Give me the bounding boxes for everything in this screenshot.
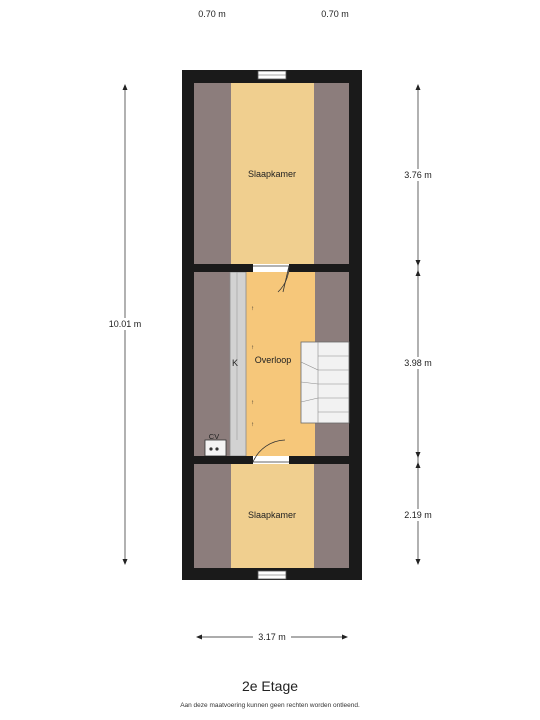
staircase: [300, 341, 350, 424]
svg-text:↑: ↑: [251, 345, 254, 351]
dim-line-right: [415, 84, 421, 565]
door-gap-upper: [253, 264, 289, 272]
landing-label: Overloop: [255, 355, 292, 365]
dim-width-bg: [253, 631, 291, 643]
boiler-dot-2: [215, 447, 219, 451]
floor-title: 2e Etage: [241, 678, 299, 694]
dim-middle-bg: [400, 357, 436, 369]
upper-bedroom-floor: [231, 83, 314, 264]
dim-width: 3.17 m: [258, 632, 286, 642]
dim-total-height-bg: [104, 318, 146, 330]
svg-text:↑: ↑: [251, 400, 254, 406]
door-gap-lower: [253, 456, 289, 464]
dim-upper-room: 3.76 m: [404, 170, 432, 180]
lower-bedroom-label: Slaapkamer: [248, 510, 296, 520]
door-leaf-upper: [282, 265, 290, 293]
dim-lower-room: 2.19 m: [404, 510, 432, 520]
door-swing-lower: [252, 439, 289, 463]
svg-text:↑: ↑: [251, 422, 254, 428]
landing-arrows: ↑ ↑ ↑ ↑: [251, 306, 254, 428]
dim-total-height: 10.01 m: [109, 319, 142, 329]
dim-top-left: 0.70 m: [198, 9, 226, 19]
cupboard-mark: K: [232, 358, 238, 368]
dim-top-right: 0.70 m: [321, 9, 349, 19]
svg-text:↑: ↑: [251, 306, 254, 312]
dim-upper-room-bg: [400, 169, 436, 181]
boiler-label: CV: [209, 432, 219, 441]
stair-treads: [300, 342, 349, 423]
dim-lower-room-bg: [400, 509, 436, 521]
disclaimer-text: Aan deze maatvoering kunnen geen rechten…: [180, 702, 360, 709]
boiler-dot-1: [209, 447, 213, 451]
dim-middle: 3.98 m: [404, 358, 432, 368]
boiler-unit: [204, 439, 227, 457]
upper-bedroom-label: Slaapkamer: [248, 169, 296, 179]
lower-bedroom-floor: [231, 464, 314, 568]
